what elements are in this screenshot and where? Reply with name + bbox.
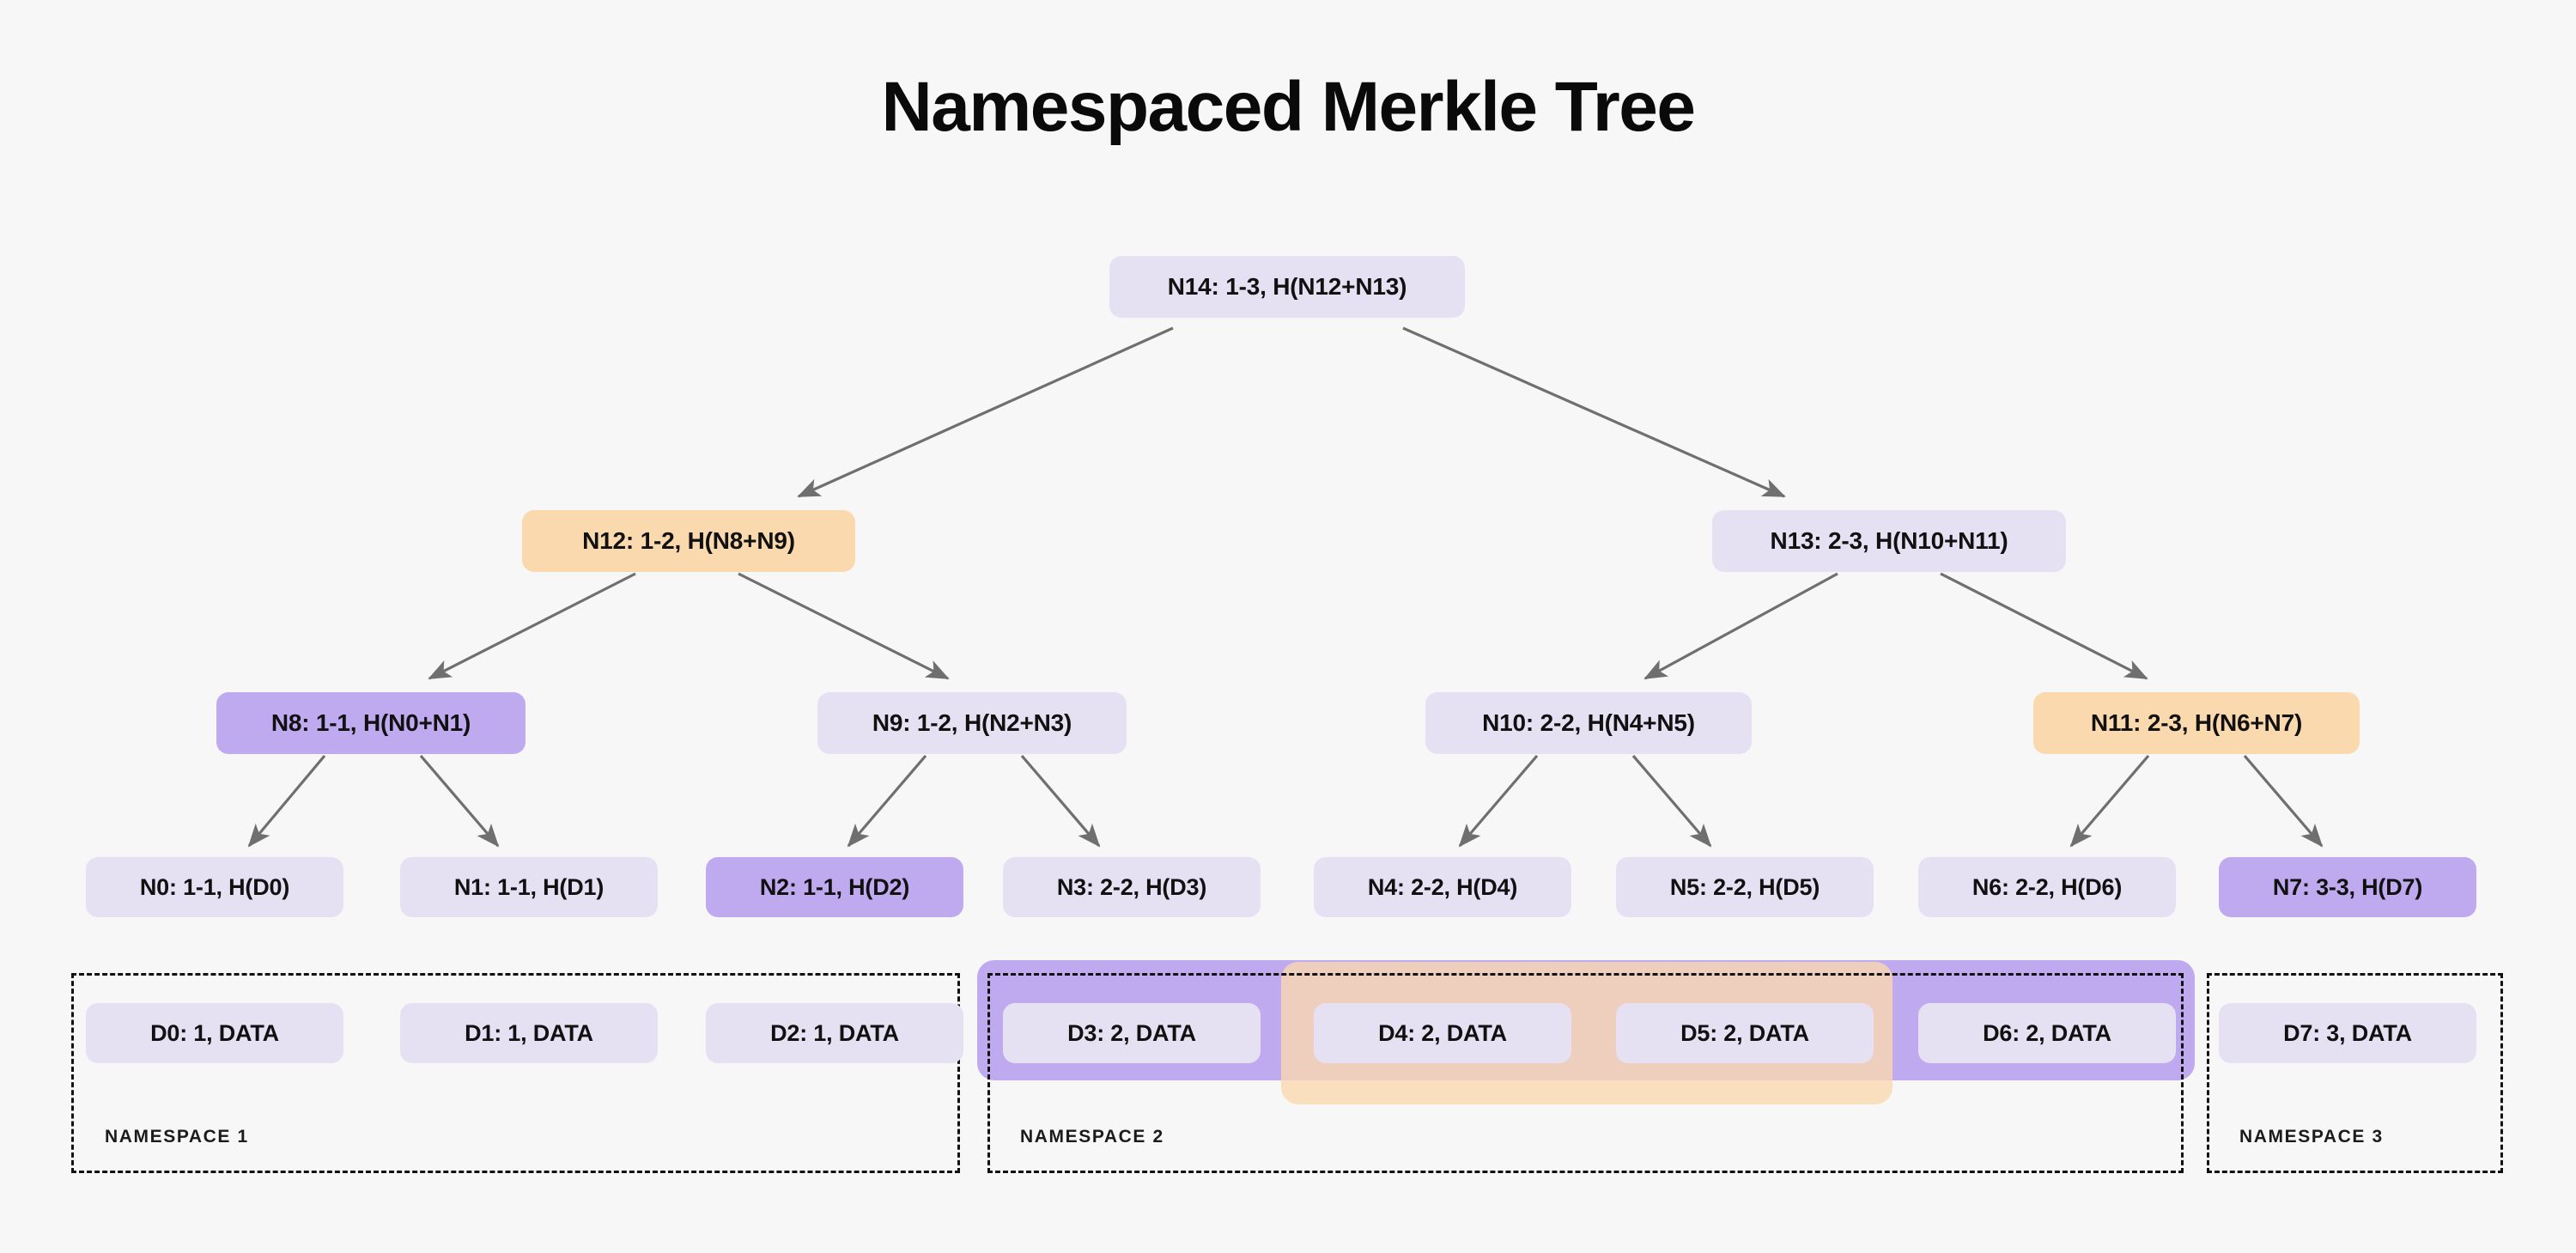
node-n6[interactable]: N6: 2-2, H(D6) xyxy=(1918,857,2176,917)
namespace-label-1: NAMESPACE 1 xyxy=(105,1127,249,1147)
namespace-box-3 xyxy=(2207,973,2503,1173)
node-n1[interactable]: N1: 1-1, H(D1) xyxy=(400,857,658,917)
data-block-label: D1: 1, DATA xyxy=(465,1019,593,1046)
namespace-box-2 xyxy=(987,973,2184,1173)
data-block-label: D5: 2, DATA xyxy=(1680,1019,1809,1046)
node-label: N4: 2-2, H(D4) xyxy=(1367,873,1518,900)
node-n9[interactable]: N9: 1-2, H(N2+N3) xyxy=(817,692,1127,754)
node-label: N6: 2-2, H(D6) xyxy=(1971,873,2123,900)
node-label: N9: 1-2, H(N2+N3) xyxy=(872,709,1072,736)
node-label: N2: 1-1, H(D2) xyxy=(759,873,910,900)
node-n13[interactable]: N13: 2-3, H(N10+N11) xyxy=(1712,510,2066,572)
page-title: Namespaced Merkle Tree xyxy=(881,68,1697,146)
edge-n11-n7 xyxy=(2243,754,2324,848)
node-label: N5: 2-2, H(D5) xyxy=(1669,873,1820,900)
edge-n14-n12 xyxy=(797,326,1174,498)
namespace-label-2: NAMESPACE 2 xyxy=(1020,1127,1164,1147)
node-label: N8: 1-1, H(N0+N1) xyxy=(270,709,471,736)
data-block-d1[interactable]: D1: 1, DATA xyxy=(400,1003,658,1063)
data-block-d4[interactable]: D4: 2, DATA xyxy=(1314,1003,1571,1063)
namespace-box-1 xyxy=(71,973,960,1173)
data-block-d5[interactable]: D5: 2, DATA xyxy=(1616,1003,1874,1063)
edge-n14-n13 xyxy=(1402,326,1786,498)
node-n3[interactable]: N3: 2-2, H(D3) xyxy=(1003,857,1261,917)
node-n8[interactable]: N8: 1-1, H(N0+N1) xyxy=(216,692,526,754)
edge-n13-n11 xyxy=(1940,572,2148,680)
node-n2[interactable]: N2: 1-1, H(D2) xyxy=(706,857,963,917)
data-block-d7[interactable]: D7: 3, DATA xyxy=(2219,1003,2476,1063)
node-label: N3: 2-2, H(D3) xyxy=(1056,873,1207,900)
node-n5[interactable]: N5: 2-2, H(D5) xyxy=(1616,857,1874,917)
data-block-d2[interactable]: D2: 1, DATA xyxy=(706,1003,963,1063)
edge-n11-n6 xyxy=(2069,754,2150,848)
edge-n12-n9 xyxy=(738,572,950,680)
data-block-label: D7: 3, DATA xyxy=(2283,1019,2412,1046)
node-n12[interactable]: N12: 1-2, H(N8+N9) xyxy=(522,510,855,572)
data-block-label: D4: 2, DATA xyxy=(1378,1019,1507,1046)
node-n7[interactable]: N7: 3-3, H(D7) xyxy=(2219,857,2476,917)
data-block-label: D2: 1, DATA xyxy=(770,1019,899,1046)
data-block-label: D3: 2, DATA xyxy=(1067,1019,1196,1046)
node-n0[interactable]: N0: 1-1, H(D0) xyxy=(86,857,343,917)
edge-n8-n1 xyxy=(419,754,500,848)
node-label: N12: 1-2, H(N8+N9) xyxy=(582,527,795,554)
edge-n9-n3 xyxy=(1020,754,1101,848)
node-n14[interactable]: N14: 1-3, H(N12+N13) xyxy=(1109,256,1465,318)
edge-n10-n5 xyxy=(1631,754,1712,848)
edge-n12-n8 xyxy=(428,572,636,680)
node-n4[interactable]: N4: 2-2, H(D4) xyxy=(1314,857,1571,917)
namespace-label-3: NAMESPACE 3 xyxy=(2239,1127,2384,1147)
data-block-d3[interactable]: D3: 2, DATA xyxy=(1003,1003,1261,1063)
edge-n8-n0 xyxy=(247,754,326,848)
edge-n10-n4 xyxy=(1458,754,1539,848)
data-block-label: D0: 1, DATA xyxy=(150,1019,279,1046)
node-label: N7: 3-3, H(D7) xyxy=(2272,873,2423,900)
node-label: N11: 2-3, H(N6+N7) xyxy=(2090,709,2303,736)
node-label: N1: 1-1, H(D1) xyxy=(453,873,605,900)
node-label: N14: 1-3, H(N12+N13) xyxy=(1167,273,1407,300)
data-block-d6[interactable]: D6: 2, DATA xyxy=(1918,1003,2176,1063)
node-n10[interactable]: N10: 2-2, H(N4+N5) xyxy=(1425,692,1752,754)
node-n11[interactable]: N11: 2-3, H(N6+N7) xyxy=(2033,692,2360,754)
node-label: N10: 2-2, H(N4+N5) xyxy=(1482,709,1695,736)
node-label: N13: 2-3, H(N10+N11) xyxy=(1770,527,2008,554)
data-block-label: D6: 2, DATA xyxy=(1983,1019,2111,1046)
edge-n9-n2 xyxy=(847,754,927,848)
node-label: N0: 1-1, H(D0) xyxy=(139,873,290,900)
data-block-d0[interactable]: D0: 1, DATA xyxy=(86,1003,343,1063)
edge-n13-n10 xyxy=(1643,572,1838,680)
